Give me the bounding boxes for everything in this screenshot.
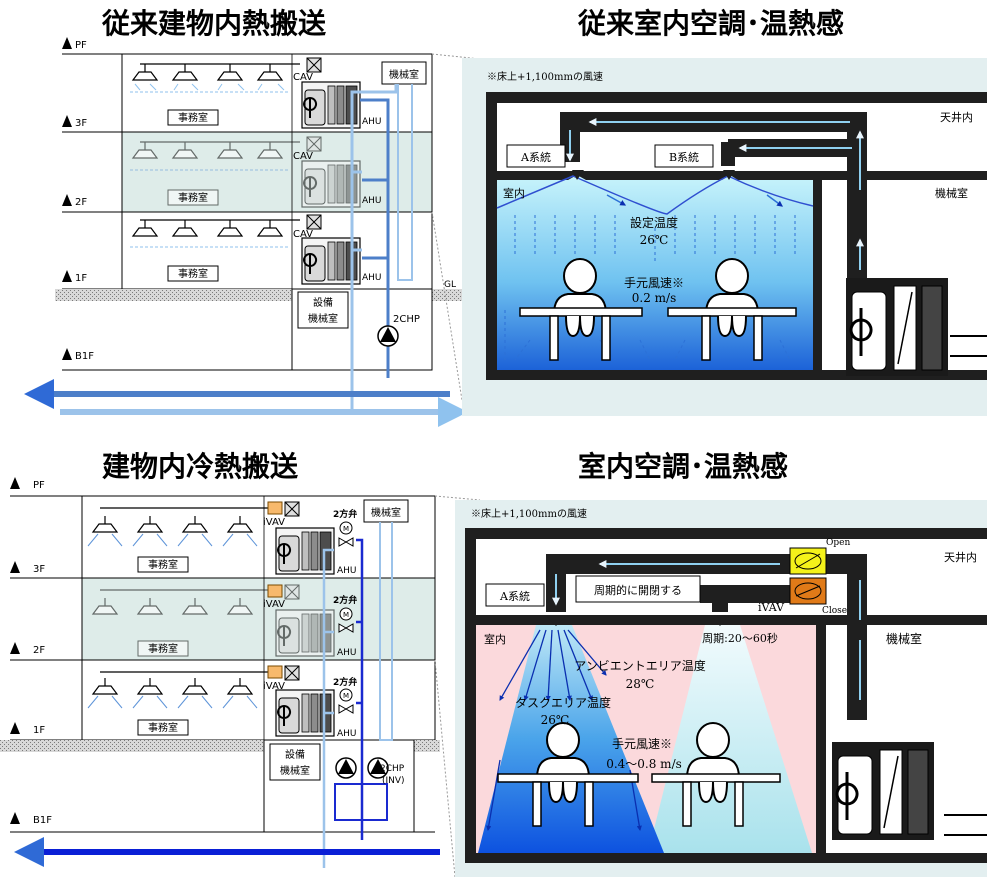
bottom-machine-room: 機械室 (371, 506, 401, 519)
bottom-motor-2f: M (343, 611, 349, 619)
top-hand-wind-value: 0.2 m/s (632, 291, 676, 305)
top-office-1f: 事務室 (178, 267, 208, 280)
bottom-floor-pf: PF (33, 480, 45, 491)
bottom-floor-3f-hvac: 事務室 iVAV AHU 2方弁 M (87, 501, 357, 576)
bottom-motor-3f: M (343, 525, 349, 533)
top-system-a: A系統 (520, 150, 551, 164)
top-floor-2f-hvac (130, 136, 361, 208)
top-pump-label: 2CHP (393, 314, 420, 325)
bottom-equip-room-1: 設備 (285, 748, 305, 761)
top-cav-2f: CAV (293, 151, 313, 162)
top-left-title: 従来建物内熱搬送 (102, 7, 327, 40)
bottom-equip-room-2: 機械室 (280, 764, 310, 777)
bottom-room-label: 室内 (484, 632, 506, 646)
top-system-b: B系統 (669, 150, 699, 164)
top-floor-1f-hvac: 事務室 CAV AHU (130, 214, 382, 285)
bottom-ahu-3f: AHU (337, 566, 357, 576)
bottom-ahu-1f: AHU (337, 729, 357, 739)
top-set-temp-value: 26℃ (640, 233, 669, 247)
top-equip-room-2: 機械室 (308, 312, 338, 325)
top-floor-pf: PF (75, 40, 87, 51)
bottom-floor-1f: 1F (33, 725, 45, 736)
top-floor-b1f: B1F (75, 351, 94, 362)
bottom-ivav-label: iVAV (758, 601, 785, 614)
top-equip-room-1: 設備 (313, 296, 333, 309)
top-floor-3f-hvac: 事務室 CAV AHU (130, 57, 382, 129)
top-cav-3f: CAV (293, 72, 313, 83)
top-machine-room: 機械室 (389, 68, 419, 81)
bottom-ivav-1f: iVAV (263, 681, 285, 692)
top-right-title: 従来室内空調･温熱感 (578, 7, 845, 40)
bottom-task-label: タスクエリア温度 (515, 695, 611, 710)
top-ahu-1f: AHU (362, 273, 382, 283)
bottom-hand-wind-label: 手元風速※ (612, 737, 672, 751)
top-hand-wind-label: 手元風速※ (624, 276, 684, 290)
bottom-floor-3f: 3F (33, 564, 45, 575)
bottom-ambient-label: アンビエントエリア温度 (574, 658, 706, 673)
bottom-note: ※床上+1,100mmの風速 (471, 507, 587, 520)
bottom-office-2f: 事務室 (148, 642, 178, 655)
bottom-close-label: Close (822, 606, 847, 616)
bottom-system-a: A系統 (499, 589, 530, 603)
bottom-valve-1f: 2方弁 (333, 676, 357, 688)
bottom-pump-line2: (INV) (382, 776, 405, 786)
bottom-periodic: 周期的に開閉する (594, 583, 682, 597)
top-ahu-3f: AHU (362, 117, 382, 127)
bottom-period: 周期:20～60秒 (702, 631, 778, 645)
top-gl-label: GL (444, 280, 456, 290)
top-mech-room-label: 機械室 (935, 186, 968, 200)
bottom-mech-room-label: 機械室 (886, 631, 922, 646)
bottom-motor-1f: M (343, 692, 349, 700)
bottom-ambient-value: 28℃ (626, 677, 655, 691)
bottom-ivav-2f: iVAV (263, 599, 285, 610)
bottom-floor-1f-hvac: 事務室 iVAV AHU 2方弁 M (87, 665, 357, 739)
bottom-open-label: Open (826, 538, 850, 548)
bottom-task-value: 26℃ (541, 713, 570, 727)
top-set-temp-label: 設定温度 (630, 215, 678, 230)
top-room-panel: ※床上+1,100mmの風速 A系統 B系統 天井内 室内 機械室 (462, 58, 987, 416)
bottom-building: PF 3F 2F 1F B1F 事務室 iVAV AHU 2方弁 M (0, 477, 440, 868)
bottom-floor-2f: 2F (33, 645, 45, 656)
top-room-label: 室内 (503, 186, 525, 200)
bottom-hand-wind-value: 0.4～0.8 m/s (606, 757, 682, 771)
top-building: PF 3F 2F 1F B1F GL 事務室 CAV AHU 事務室 CA (23, 37, 485, 427)
top-ahu-2f: AHU (362, 196, 382, 206)
bottom-valve-3f: 2方弁 (333, 508, 357, 520)
bottom-left-title: 建物内冷熱搬送 (102, 450, 299, 483)
top-note: ※床上+1,100mmの風速 (487, 70, 603, 83)
bottom-ivav-3f: iVAV (263, 517, 285, 528)
bottom-valve-2f: 2方弁 (333, 594, 357, 606)
top-office-2f: 事務室 (178, 191, 208, 204)
top-cav-1f: CAV (293, 229, 313, 240)
bottom-room-panel: ※床上+1,100mmの風速 Open Close iVAV A系統 周期的に (455, 500, 987, 877)
bottom-right-title: 室内空調･温熱感 (578, 450, 789, 483)
bottom-office-1f: 事務室 (148, 721, 178, 734)
bottom-pump-line1: 2CHP (380, 764, 405, 774)
top-ceiling-label: 天井内 (940, 110, 973, 124)
top-floor-3f: 3F (75, 118, 87, 129)
top-office-3f: 事務室 (178, 111, 208, 124)
bottom-floor-2f-hvac: 事務室 iVAV AHU 2方弁 M (92, 584, 357, 658)
bottom-ceiling-label: 天井内 (944, 550, 977, 564)
bottom-ahu-2f: AHU (337, 648, 357, 658)
bottom-office-3f: 事務室 (148, 558, 178, 571)
bottom-floor-b1f: B1F (33, 815, 52, 826)
top-floor-1f: 1F (75, 273, 87, 284)
top-floor-2f: 2F (75, 197, 87, 208)
